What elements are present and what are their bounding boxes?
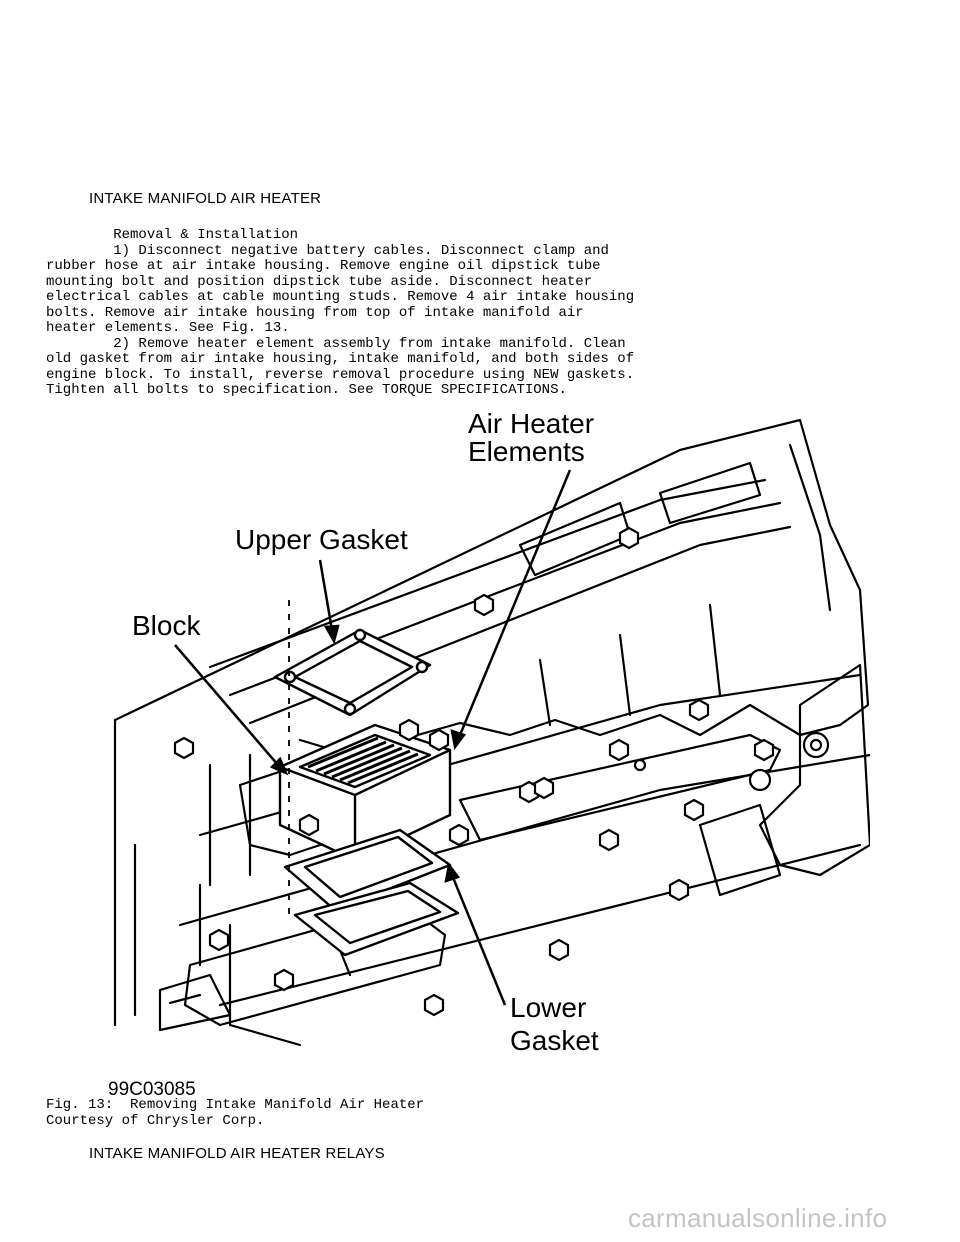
label-gasket: Gasket: [510, 1025, 599, 1056]
text-line: rubber hose at air intake housing. Remov…: [46, 258, 601, 274]
label-elements: Elements: [468, 436, 585, 467]
engine-illustration: Air Heater Elements Upper Gasket Block L…: [108, 408, 870, 1100]
text-line: old gasket from air intake housing, inta…: [46, 351, 635, 367]
watermark: carmanualsonline.info: [628, 1203, 888, 1233]
section-title: INTAKE MANIFOLD AIR HEATER: [89, 190, 322, 207]
label-air-heater: Air Heater: [468, 408, 594, 439]
valve-cover: [113, 418, 870, 757]
text-line: heater elements. See Fig. 13.: [46, 320, 290, 336]
label-block: Block: [132, 610, 201, 641]
text-line: electrical cables at cable mounting stud…: [46, 289, 635, 305]
label-upper-gasket: Upper Gasket: [235, 524, 408, 555]
text-line: mounting bolt and position dipstick tube…: [46, 273, 593, 290]
text-line: Tighten all bolts to specification. See …: [46, 382, 567, 398]
next-section-title: INTAKE MANIFOLD AIR HEATER RELAYS: [89, 1145, 385, 1162]
text-line: 1) Disconnect negative battery cables. D…: [46, 242, 609, 259]
figure-code: 99C03085: [108, 1079, 196, 1100]
cover-plate: [458, 733, 782, 842]
text-line: 2) Remove heater element assembly from i…: [46, 335, 626, 352]
figure-caption: Fig. 13: Removing Intake Manifold Air He…: [46, 1097, 425, 1113]
text-line: bolts. Remove air intake housing from to…: [46, 304, 584, 321]
text-line: engine block. To install, reverse remova…: [46, 366, 635, 383]
figure-credit: Courtesy of Chrysler Corp.: [46, 1112, 265, 1129]
text-line: Removal & Installation: [46, 227, 299, 243]
label-lower: Lower: [510, 992, 586, 1023]
